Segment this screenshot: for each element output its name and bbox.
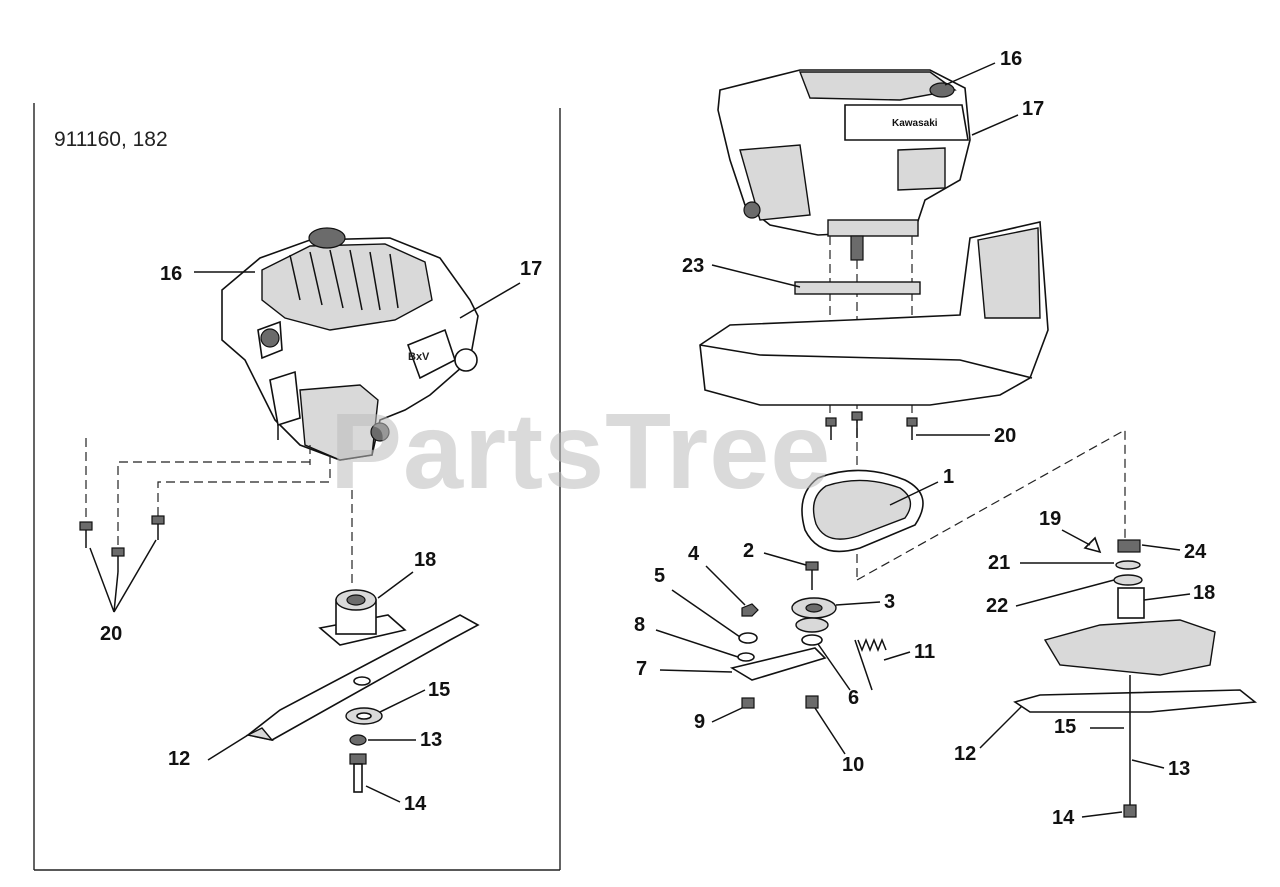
spindle-assembly — [1013, 536, 1258, 818]
callout-17: 17 — [520, 258, 542, 280]
engine-brand-text: Kawasaki — [892, 118, 938, 129]
main-engine-drawing: Kawasaki — [717, 69, 971, 261]
callout-5: 5 — [654, 565, 665, 587]
callout-15: 15 — [1054, 716, 1076, 738]
callout-16: 16 — [160, 263, 182, 285]
callout-18: 18 — [414, 549, 436, 571]
inset-blade-assembly — [245, 589, 480, 793]
callout-16: 16 — [1000, 48, 1022, 70]
screw — [151, 515, 165, 540]
inset-alignment-lines — [85, 438, 353, 585]
callout-8: 8 — [634, 614, 645, 636]
idler-parts — [729, 561, 887, 709]
callout-17: 17 — [1022, 98, 1044, 120]
callout-19: 19 — [1039, 508, 1061, 530]
screw — [79, 521, 93, 548]
callout-10: 10 — [842, 754, 864, 776]
callout-20: 20 — [994, 425, 1016, 447]
main-callouts: 16 17 23 20 1 2 3 4 5 6 7 8 9 10 11 19 2… — [634, 48, 1215, 829]
callout-1: 1 — [943, 466, 954, 488]
callout-14: 14 — [404, 793, 427, 815]
watermark-text: PartsTree — [330, 390, 831, 511]
svg-text:BxV: BxV — [408, 351, 430, 363]
spacer-plate — [794, 281, 921, 295]
callout-11: 11 — [914, 641, 935, 663]
inset-callouts: 16 17 18 20 12 15 13 14 — [100, 258, 542, 815]
belt — [801, 469, 924, 553]
callout-9: 9 — [694, 711, 705, 733]
callout-2: 2 — [743, 540, 754, 562]
callout-13: 13 — [420, 729, 442, 751]
callout-23: 23 — [682, 255, 704, 277]
callout-22: 22 — [986, 595, 1008, 617]
callout-12: 12 — [954, 743, 976, 765]
callout-24: 24 — [1184, 541, 1207, 563]
model-number-label: 911160, 182 — [54, 128, 168, 151]
callout-20: 20 — [100, 623, 122, 645]
callout-15: 15 — [428, 679, 450, 701]
inset-screws — [79, 515, 165, 613]
callout-12: 12 — [168, 748, 190, 770]
inset-frame — [33, 103, 561, 871]
inset-engine-drawing: BxV — [221, 227, 479, 461]
callout-21: 21 — [988, 552, 1010, 574]
callout-18: 18 — [1193, 582, 1215, 604]
deck-bolts — [825, 411, 918, 440]
screw — [111, 547, 125, 572]
callout-4: 4 — [688, 543, 700, 565]
callout-3: 3 — [884, 591, 895, 613]
callout-7: 7 — [636, 658, 647, 680]
callout-6: 6 — [848, 687, 859, 709]
callout-14: 14 — [1052, 807, 1075, 829]
callout-13: 13 — [1168, 758, 1190, 780]
deck-housing — [699, 221, 1049, 406]
